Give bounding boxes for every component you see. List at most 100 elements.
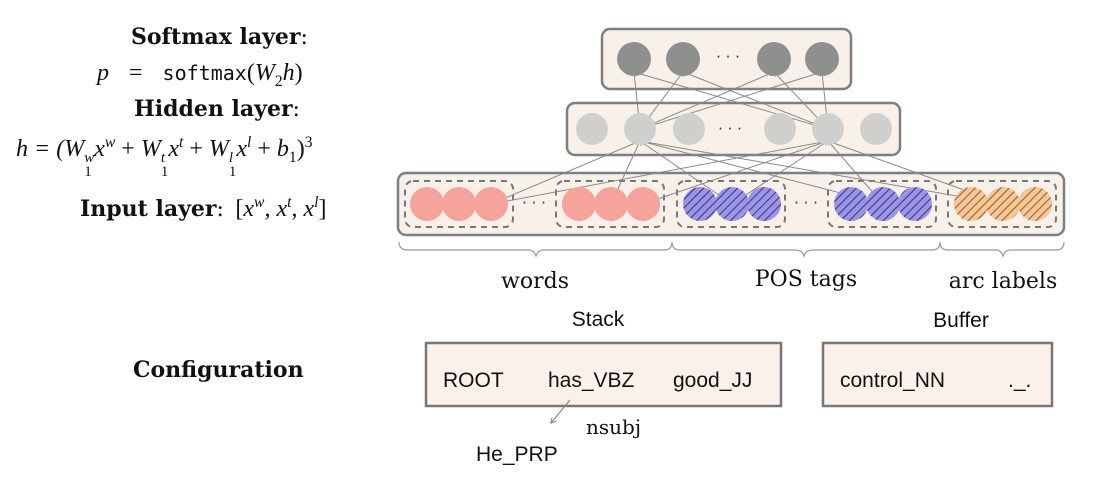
pos-node-hatch	[866, 187, 900, 221]
softmax-formula-open: (	[246, 60, 255, 86]
stack-box	[424, 341, 783, 408]
stack-item-good-jj: good_JJ	[673, 369, 752, 392]
hidden-nodes	[576, 113, 892, 145]
input-vector-x1: x	[243, 196, 255, 222]
input-layer-title: Input layer: [xw, xt, xl]	[80, 194, 326, 223]
word-node	[594, 187, 628, 221]
connection-line	[634, 72, 829, 130]
input-vector-sep-1: ,	[264, 196, 277, 222]
word-node	[626, 187, 660, 221]
hidden-formula-close: )	[296, 136, 305, 162]
pos-node-hatch	[898, 187, 932, 221]
pos-node-hatch	[747, 187, 781, 221]
connection-line	[731, 141, 828, 205]
input-vector-sep-2: ,	[291, 196, 304, 222]
pos-node-hatch	[715, 187, 749, 221]
softmax-formula: p = softmax(W2h)	[97, 60, 303, 91]
input-vector-x3: x	[303, 196, 315, 222]
hidden-layer-title: Hidden layer:	[134, 96, 300, 122]
softmax-formula-fn: softmax	[162, 61, 247, 85]
buffer-item-period: ._.	[1008, 369, 1031, 392]
hidden-node	[673, 113, 705, 145]
arc-node-hatch	[1018, 187, 1052, 221]
hidden-formula-b-sub: 1	[288, 148, 297, 166]
hidden-formula-t2-sup: t	[160, 150, 165, 166]
buffer-item-control-nn: control_NN	[840, 369, 945, 392]
softmax-formula-close: )	[294, 60, 303, 86]
hidden-formula-plus-1: +	[115, 136, 141, 162]
softmax-nodes	[617, 42, 839, 76]
pos-ellipsis: · · ·	[794, 194, 818, 212]
arc-group-box	[947, 180, 1057, 228]
connection-line	[490, 141, 640, 205]
arc-label-nsubj: nsubj	[586, 415, 641, 439]
hidden-formula-t1-w: W	[64, 136, 85, 162]
pos-tags-brace	[671, 241, 941, 258]
input-vector-x1-sup: w	[254, 194, 265, 211]
word-group-box-1	[404, 180, 514, 228]
softmax-formula-w: W	[254, 60, 275, 86]
hidden-formula-t2-sub: 1	[160, 163, 169, 180]
pos-node-hatch	[834, 187, 868, 221]
hidden-formula-power: 3	[304, 134, 313, 151]
hidden-formula-t2-w: W	[140, 136, 161, 162]
softmax-layer-title-colon: :	[300, 25, 308, 50]
arc-node-hatch	[986, 187, 1020, 221]
hidden-formula-t2-x: x	[168, 136, 179, 162]
connection-line	[490, 141, 828, 205]
hidden-formula-b: b	[276, 136, 289, 162]
connection-line	[683, 72, 829, 130]
word-group-box-2	[555, 180, 665, 228]
word-node	[442, 187, 476, 221]
softmax-formula-w-sub: 2	[274, 72, 283, 90]
input-vector-x3-sup: l	[314, 194, 319, 211]
hidden-formula-t1-x: x	[94, 136, 105, 162]
stack-item-root: ROOT	[443, 369, 504, 392]
hidden-formula-t1-xsup: w	[104, 134, 116, 151]
arc-node-hatch	[954, 187, 988, 221]
word-node	[562, 187, 596, 221]
softmax-formula-lhs: p	[97, 60, 109, 86]
buffer-label: Buffer	[933, 309, 989, 332]
input-vector-x2: x	[276, 196, 288, 222]
input-vector-x2-sup: t	[287, 194, 292, 211]
hidden-formula-t3-sup: l	[228, 150, 234, 166]
word-node	[410, 187, 444, 221]
pos-group-box-1	[676, 180, 786, 228]
group-label-arc-labels: arc labels	[949, 269, 1058, 294]
configuration-title: Configuration	[133, 357, 304, 383]
pos-group-box-2	[827, 180, 937, 228]
softmax-node	[805, 42, 839, 76]
hidden-formula-t3-xsup: l	[247, 134, 252, 151]
hidden-formula-t3-w: W	[208, 136, 229, 162]
hidden-node	[624, 113, 656, 145]
hidden-formula-lhs: h = (	[16, 136, 65, 162]
softmax-formula-h: h	[282, 60, 295, 86]
group-label-pos-tags: POS tags	[755, 267, 857, 292]
hidden-formula-t1-sup: w	[84, 150, 95, 166]
softmax-formula-eq: =	[129, 60, 143, 86]
hidden-formula-plus-3: +	[251, 136, 277, 162]
input-vector: [xw, xt, xl]	[235, 194, 326, 222]
softmax-node	[617, 42, 651, 76]
input-vector-open: [	[235, 196, 244, 222]
softmax-ellipsis: · · ·	[716, 48, 740, 66]
input-layer-title-text: Input layer	[80, 196, 217, 222]
hidden-formula-t3-sub: 1	[228, 163, 237, 180]
input-nodes	[410, 187, 1052, 221]
hidden-formula-plus-2: +	[183, 136, 209, 162]
buffer-box	[821, 341, 1054, 408]
connection-line	[640, 141, 1004, 205]
word-node	[474, 187, 508, 221]
hidden-node	[812, 113, 844, 145]
hidden-node	[576, 113, 608, 145]
hidden-formula-t2-xsup: t	[178, 134, 184, 151]
connection-line	[639, 72, 774, 130]
nsubj-arrow	[551, 399, 571, 423]
hidden-node	[764, 113, 796, 145]
words-brace	[398, 241, 673, 258]
